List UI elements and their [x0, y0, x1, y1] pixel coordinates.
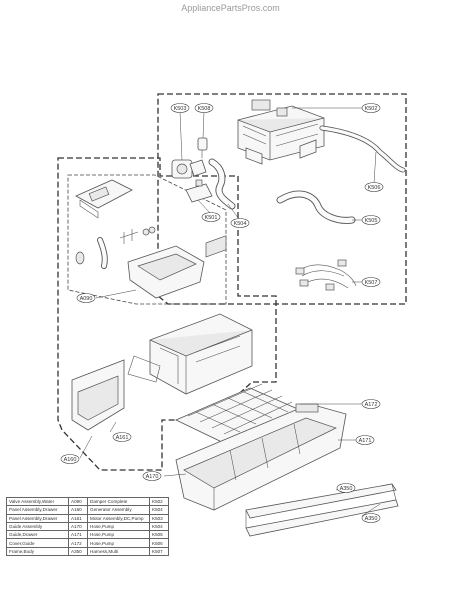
legend-part-code: K505 — [149, 530, 169, 540]
legend-part-name: Guide Assembly — [6, 521, 69, 532]
drawer-housing-part — [149, 235, 253, 395]
svg-text:A090: A090 — [80, 296, 93, 302]
svg-text:A350: A350 — [340, 486, 353, 492]
drawer-front-panel-part — [71, 359, 125, 431]
bracket-k501-part — [185, 179, 213, 203]
steam-generator-part — [237, 99, 325, 165]
legend-part-name: Damper Complete — [87, 496, 150, 507]
legend-part-code: K503 — [149, 513, 169, 523]
legend-part-code: A090 — [68, 496, 88, 507]
legend-part-code: K507 — [149, 546, 169, 557]
svg-text:A350: A350 — [365, 516, 378, 522]
callout-a090: A090 — [76, 289, 137, 303]
legend-row: Panel Assembly,Drawer A160 Generator Ass… — [6, 505, 169, 515]
legend-part-name: Panel Assembly,Drawer — [6, 513, 69, 523]
callout-a161: A161 — [109, 421, 132, 442]
guide-assembly-part — [175, 403, 347, 511]
callout-k501: K501 — [197, 199, 221, 222]
guide-cover-part — [175, 383, 301, 445]
legend-row: Guide,Drawer A171 Hose,Pump K505 — [6, 530, 169, 540]
callout-a350-lower: A350 — [361, 503, 381, 523]
svg-text:K503: K503 — [174, 106, 187, 112]
legend-part-name: Hose,Pump — [87, 538, 150, 548]
svg-text:A160: A160 — [64, 457, 77, 463]
legend-part-code: A160 — [68, 505, 88, 515]
svg-text:K505: K505 — [365, 218, 378, 224]
legend-part-name: Cover,Guide — [6, 538, 69, 548]
legend-part-name: Hose,Pump — [87, 521, 150, 532]
legend-part-code: K502 — [149, 496, 169, 507]
dispenser-cap-part — [75, 179, 133, 219]
sensor-part — [197, 137, 208, 158]
legend-row: Frame,Body A350 Harness,Multi K507 — [6, 546, 169, 557]
harness-part — [295, 259, 357, 291]
callout-a171: A171 — [338, 435, 375, 445]
legend-part-name: Motor Assembly,DC,Pump — [87, 513, 150, 523]
legend-part-name: Panel Assembly,Drawer — [6, 505, 69, 515]
callout-k502: K502 — [292, 103, 381, 113]
callout-a160: A160 — [60, 435, 93, 464]
legend-row: Panel Assembly,Drawer A161 Motor Assembl… — [6, 513, 169, 523]
svg-text:K506: K506 — [368, 185, 381, 191]
frame-rail-part — [245, 483, 399, 537]
callout-a170: A170 — [142, 471, 187, 481]
legend-part-code: A172 — [68, 538, 88, 548]
parts-legend-table: Valve Assembly,Water A090 Damper Complet… — [6, 496, 169, 557]
callout-k507: K507 — [352, 277, 381, 287]
legend-part-code: K506 — [149, 538, 169, 548]
legend-part-code: A350 — [68, 546, 88, 557]
svg-text:A161: A161 — [116, 435, 129, 441]
callout-k508: K508 — [194, 103, 214, 139]
callout-k506: K506 — [364, 151, 384, 192]
svg-text:K507: K507 — [365, 280, 378, 286]
pump-motor-part — [171, 159, 207, 179]
legend-row: Valve Assembly,Water A090 Damper Complet… — [6, 496, 169, 507]
callout-k505: K505 — [352, 215, 381, 225]
drawer-inner-boundary — [67, 174, 227, 305]
svg-text:K504: K504 — [234, 221, 247, 227]
legend-part-code: K504 — [149, 521, 169, 532]
small-fittings-part — [119, 226, 156, 244]
legend-part-name: Hose,Pump — [87, 530, 150, 540]
legend-part-name: Guide,Drawer — [6, 530, 69, 540]
callout-k504: K504 — [227, 203, 250, 228]
svg-text:K508: K508 — [198, 106, 211, 112]
legend-part-code: A171 — [68, 530, 88, 540]
legend-part-code: K504 — [149, 505, 169, 515]
legend-part-name: Harness,Multi — [87, 546, 150, 557]
watermark: AppliancePartsPros.com — [181, 3, 280, 13]
legend-part-code: A161 — [68, 513, 88, 523]
detergent-tray-part — [127, 245, 205, 299]
svg-text:A171: A171 — [359, 438, 372, 444]
legend-row: Cover,Guide A172 Hose,Pump K506 — [6, 538, 169, 548]
svg-text:A170: A170 — [146, 474, 159, 480]
svg-text:K501: K501 — [205, 215, 218, 221]
svg-text:A172: A172 — [365, 402, 378, 408]
callout-a350: A350 — [335, 483, 356, 493]
legend-part-name: Valve Assembly,Water — [6, 496, 69, 507]
callout-k503: K503 — [170, 103, 190, 161]
legend-row: Guide Assembly A170 Hose,Pump K504 — [6, 521, 169, 532]
legend-part-name: Generator Assembly — [87, 505, 150, 515]
legend-part-code: A170 — [68, 521, 88, 532]
legend-part-name: Frame,Body — [6, 546, 69, 557]
callout-a172: A172 — [300, 399, 381, 409]
panel-bracket-part — [127, 355, 161, 383]
svg-text:K502: K502 — [365, 106, 378, 112]
